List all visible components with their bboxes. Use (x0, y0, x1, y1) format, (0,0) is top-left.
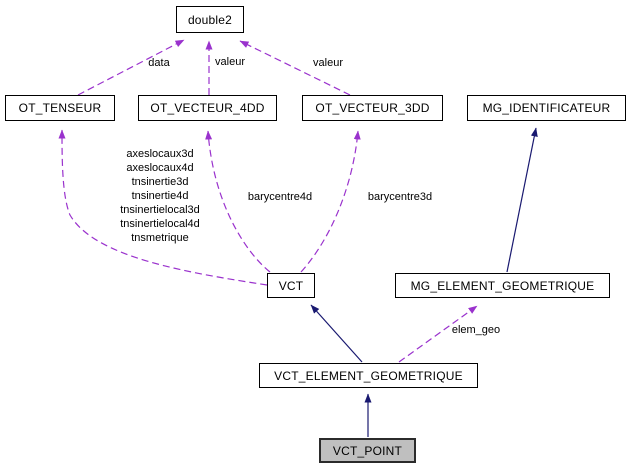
edge-ot-vecteur-3dd-to-double2 (239, 40, 351, 96)
edge-vct-element-to-mg-element (398, 305, 478, 363)
edge-vct-element-to-vct (310, 304, 363, 363)
edge-vct-to-ot-tenseur (58, 129, 268, 286)
node-vct-element-geometrique[interactable]: VCT_ELEMENT_GEOMETRIQUE (259, 363, 478, 388)
edge-ot-tenseur-to-double2 (77, 39, 185, 96)
node-ot-vecteur-4dd[interactable]: OT_VECTEUR_4DD (138, 95, 277, 121)
edge-label-data: data (148, 57, 170, 69)
edge-vct-to-ot-vecteur-3dd (300, 130, 361, 273)
edge-mg-element-to-mg-identificateur (506, 127, 538, 273)
edge-label-valeur-3dd: valeur (313, 57, 343, 69)
edge-label-barycentre3d: barycentre3d (367, 191, 433, 203)
node-ot-vecteur-3dd[interactable]: OT_VECTEUR_3DD (302, 95, 443, 121)
edge-label-valeur-4dd: valeur (215, 56, 245, 68)
node-vct-point: VCT_POINT (319, 438, 416, 463)
node-mg-identificateur[interactable]: MG_IDENTIFICATEUR (467, 95, 626, 121)
edge-label-elem-geo: elem_geo (451, 324, 501, 336)
node-mg-element-geometrique[interactable]: MG_ELEMENT_GEOMETRIQUE (395, 273, 610, 298)
edge-label-vct-tenseur-members: axeslocaux3d axeslocaux4d tnsinertie3d t… (120, 148, 200, 244)
node-vct[interactable]: VCT (267, 273, 315, 298)
node-ot-tenseur[interactable]: OT_TENSEUR (5, 95, 115, 121)
edge-vct-to-ot-vecteur-4dd (205, 130, 271, 273)
edge-label-barycentre4d: barycentre4d (247, 191, 313, 203)
node-double2[interactable]: double2 (176, 6, 244, 33)
